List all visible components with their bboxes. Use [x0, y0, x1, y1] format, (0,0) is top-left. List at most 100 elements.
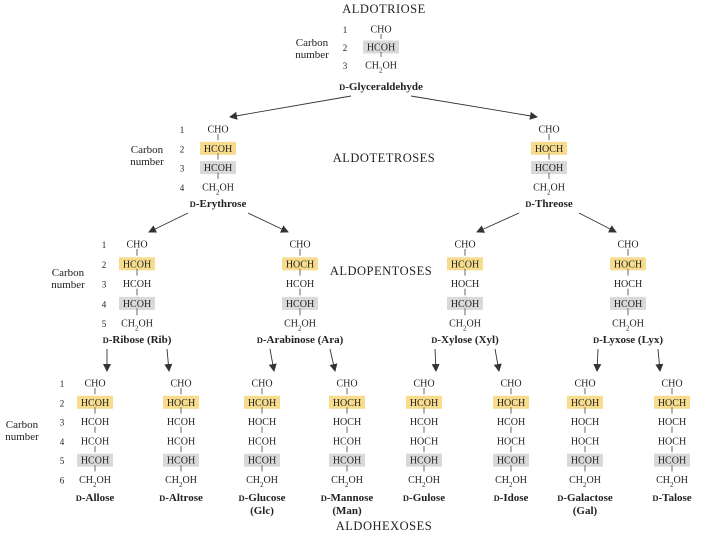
functional-group: HOCH: [497, 436, 525, 447]
penultimate-carbon-highlight: [77, 453, 113, 467]
functional-group: CH2OH: [612, 319, 644, 333]
heading-aldotriose: ALDOTRIOSE: [342, 2, 425, 16]
functional-group: CH2OH: [284, 319, 316, 333]
functional-group: CH2OH: [449, 319, 481, 333]
sugar-abbreviation: (Man): [332, 505, 362, 517]
chiral-carbon-highlight: [654, 395, 690, 409]
sugar-abbreviation: (Glc): [250, 505, 274, 517]
functional-group: CHO: [617, 240, 638, 251]
sugar-name: D-Erythrose: [190, 198, 247, 210]
functional-group: HCOH: [204, 144, 232, 155]
chiral-carbon-highlight: [77, 395, 113, 409]
functional-group: CHO: [370, 25, 391, 36]
penultimate-carbon-highlight: [163, 453, 199, 467]
functional-group: HOCH: [410, 436, 438, 447]
functional-group: HOCH: [614, 279, 642, 290]
highlights-layer: [77, 40, 690, 467]
functional-group: HCOH: [497, 417, 525, 428]
sugar-name: D-Glyceraldehyde: [339, 81, 423, 93]
penultimate-carbon-highlight: [119, 296, 155, 310]
functional-group: CHO: [574, 379, 595, 390]
chiral-carbon-highlight: [493, 395, 529, 409]
functional-group: CHO: [170, 379, 191, 390]
sugar-name: D-Arabinose (Ara): [257, 334, 344, 346]
derivation-arrow: [148, 212, 189, 233]
penultimate-carbon-highlight: [363, 40, 399, 54]
chiral-carbon-highlight: [244, 395, 280, 409]
functional-group: CH2OH: [202, 182, 234, 196]
carbon-number: 2: [343, 43, 348, 53]
penultimate-carbon-highlight: [493, 453, 529, 467]
sugar-name: D-Mannose: [321, 492, 374, 504]
chiral-carbon-highlight: [119, 257, 155, 271]
functional-group: CHO: [207, 125, 228, 136]
functional-group: CHO: [336, 379, 357, 390]
functional-group: HOCH: [571, 417, 599, 428]
functional-group: CHO: [251, 379, 272, 390]
penultimate-carbon-highlight: [282, 296, 318, 310]
carbon-number: 5: [102, 319, 107, 329]
functional-group: HCOH: [81, 417, 109, 428]
carbon-number: 3: [180, 164, 185, 174]
penultimate-carbon-highlight: [244, 453, 280, 467]
carbon-number: 2: [102, 260, 107, 270]
penultimate-carbon-highlight: [200, 161, 236, 175]
carbon-number: 3: [343, 61, 348, 71]
functional-group: HOCH: [451, 279, 479, 290]
carbon-number: 5: [60, 456, 65, 466]
arrows-layer: [103, 95, 664, 372]
functional-group: HCOH: [123, 279, 151, 290]
functional-group: CHO: [661, 379, 682, 390]
functional-group: HCOH: [451, 299, 479, 310]
derivation-arrow: [431, 348, 440, 372]
penultimate-carbon-highlight: [610, 296, 646, 310]
functional-group: CH2OH: [331, 475, 363, 489]
functional-group: HCOH: [614, 299, 642, 310]
functional-group: CH2OH: [246, 475, 278, 489]
functional-group: HOCH: [535, 144, 563, 155]
functional-group: HOCH: [333, 398, 361, 409]
penultimate-carbon-highlight: [567, 453, 603, 467]
heading-aldopentoses: ALDOPENTOSES: [330, 264, 432, 278]
carbon-number: 1: [180, 125, 185, 135]
derivation-arrow: [476, 212, 520, 233]
functional-group: CH2OH: [121, 319, 153, 333]
derivation-arrow: [268, 348, 277, 372]
derivation-arrow: [493, 348, 502, 372]
functional-group: CHO: [538, 125, 559, 136]
chiral-carbon-highlight: [610, 257, 646, 271]
functional-group: CHO: [289, 240, 310, 251]
sugar-name: D-Altrose: [159, 492, 203, 504]
chiral-carbon-highlight: [531, 141, 567, 155]
functional-group: HCOH: [204, 163, 232, 174]
functional-group: HCOH: [333, 456, 361, 467]
functional-group: CHO: [126, 240, 147, 251]
functional-group: CH2OH: [365, 61, 397, 75]
carbon-number: 1: [343, 25, 348, 35]
functional-group: HCOH: [81, 436, 109, 447]
functional-group: HCOH: [167, 436, 195, 447]
functional-group: HCOH: [497, 456, 525, 467]
carbon-number: 2: [60, 398, 65, 408]
sugar-name: D-Threose: [525, 198, 573, 210]
sugar-name: D-Xylose (Xyl): [431, 334, 499, 346]
chiral-carbon-highlight: [200, 141, 236, 155]
chiral-carbon-highlight: [282, 257, 318, 271]
content-layer: ALDOTRIOSE ALDOTETROSES ALDOPENTOSES ALD…: [5, 2, 692, 533]
functional-group: HCOH: [571, 456, 599, 467]
functional-group: CH2OH: [165, 475, 197, 489]
functional-group: CHO: [500, 379, 521, 390]
functional-group: HCOH: [286, 279, 314, 290]
penultimate-carbon-highlight: [406, 453, 442, 467]
functional-group: CH2OH: [79, 475, 111, 489]
carbon-number: 2: [180, 144, 185, 154]
chiral-carbon-highlight: [329, 395, 365, 409]
functional-group: HCOH: [410, 398, 438, 409]
functional-group: HOCH: [658, 417, 686, 428]
sugar-name: D-Talose: [652, 492, 691, 504]
sugar-name: D-Galactose: [557, 492, 613, 504]
penultimate-carbon-highlight: [329, 453, 365, 467]
